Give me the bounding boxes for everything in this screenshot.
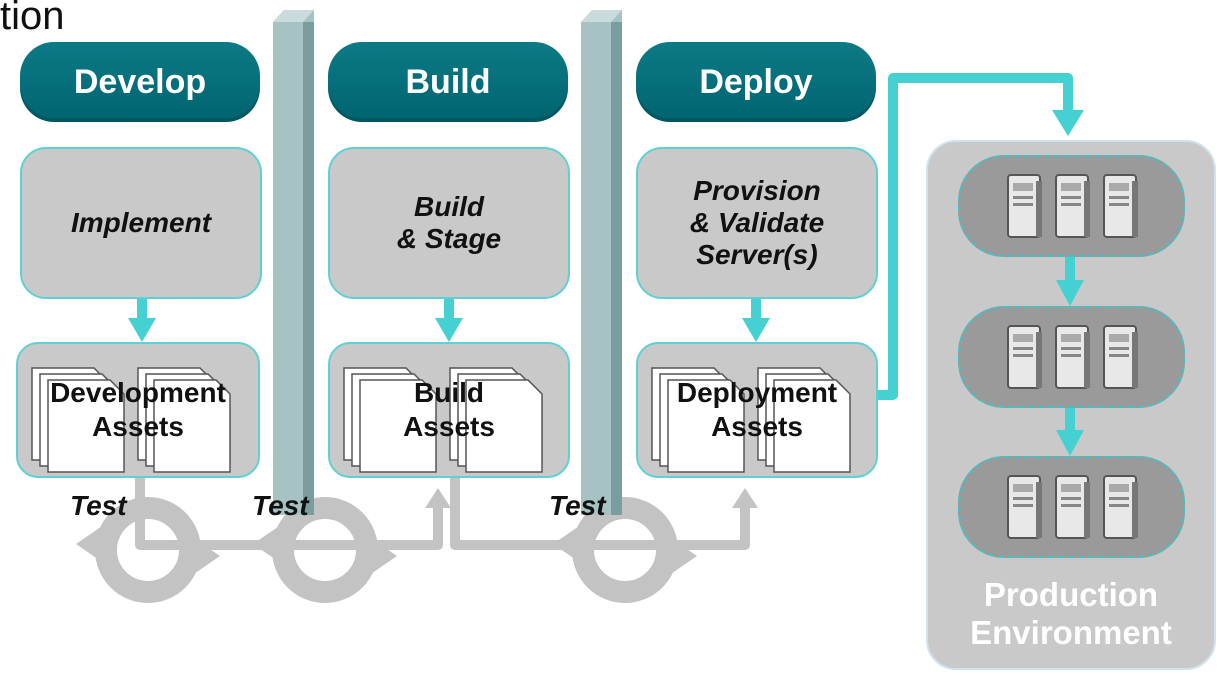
server-icon bbox=[1054, 475, 1090, 539]
stage-box-provision: Provision & Validate Server(s) bbox=[636, 147, 878, 299]
cycle-arrows-icon bbox=[553, 497, 697, 603]
assets-box-build: Build Assets bbox=[328, 342, 570, 478]
server-tier-1 bbox=[958, 155, 1185, 257]
test-path-2 bbox=[450, 470, 750, 550]
down-arrow-icon bbox=[1052, 110, 1084, 136]
gate-wall-1 bbox=[273, 10, 314, 515]
server-tier-3 bbox=[958, 456, 1185, 558]
server-icon bbox=[1006, 174, 1042, 238]
assets-label-deployment: Deployment Assets bbox=[676, 377, 838, 442]
gate-wall-2 bbox=[581, 10, 622, 515]
phase-header-develop: Develop bbox=[20, 42, 260, 122]
cycle-arrows-icons bbox=[76, 497, 697, 603]
down-arrow-icon bbox=[1065, 408, 1075, 434]
phase-header-deploy: Deploy bbox=[636, 42, 876, 122]
document-stack-icon bbox=[651, 367, 851, 473]
cycle-arrows-icon bbox=[76, 497, 220, 603]
stage-label-build-stage: Build & Stage bbox=[396, 191, 502, 254]
production-environment-label: Production Environment bbox=[970, 576, 1172, 651]
test-arrowhead-1 bbox=[425, 488, 451, 508]
slide-title-fragment: tion bbox=[0, 0, 65, 38]
test-label-2: Test bbox=[252, 490, 309, 521]
down-arrow-icon bbox=[444, 299, 454, 321]
server-icon bbox=[1006, 325, 1042, 389]
assets-label-development: Development Assets bbox=[50, 377, 226, 442]
deploy-to-production-connector bbox=[878, 73, 1073, 400]
cycle-arrows-icon bbox=[253, 497, 397, 603]
server-icon bbox=[1102, 475, 1138, 539]
stage-box-build-stage: Build & Stage bbox=[328, 147, 570, 299]
document-stack-icon bbox=[31, 367, 231, 473]
stage-label-provision: Provision & Validate Server(s) bbox=[689, 175, 825, 270]
assets-box-development: Development Assets bbox=[16, 342, 260, 478]
down-arrow-icon bbox=[137, 299, 147, 321]
test-label-1: Test bbox=[70, 490, 127, 521]
server-icon bbox=[1102, 174, 1138, 238]
down-arrow-icon bbox=[751, 299, 761, 321]
phase-header-build: Build bbox=[328, 42, 568, 122]
server-icon bbox=[1102, 325, 1138, 389]
stage-label-implement: Implement bbox=[70, 207, 212, 238]
up-arrow-heads bbox=[425, 488, 758, 508]
assets-box-deployment: Deployment Assets bbox=[636, 342, 878, 478]
stage-box-implement: Implement bbox=[20, 147, 262, 299]
document-stack-icon bbox=[343, 367, 543, 473]
down-arrow-icon bbox=[1065, 257, 1075, 285]
server-icon bbox=[1054, 174, 1090, 238]
test-label-3: Test bbox=[549, 490, 606, 521]
server-icon bbox=[1054, 325, 1090, 389]
server-tier-2 bbox=[958, 306, 1185, 408]
test-arrowhead-2 bbox=[732, 488, 758, 508]
server-icon bbox=[1006, 475, 1042, 539]
assets-label-build: Build Assets bbox=[403, 377, 495, 442]
